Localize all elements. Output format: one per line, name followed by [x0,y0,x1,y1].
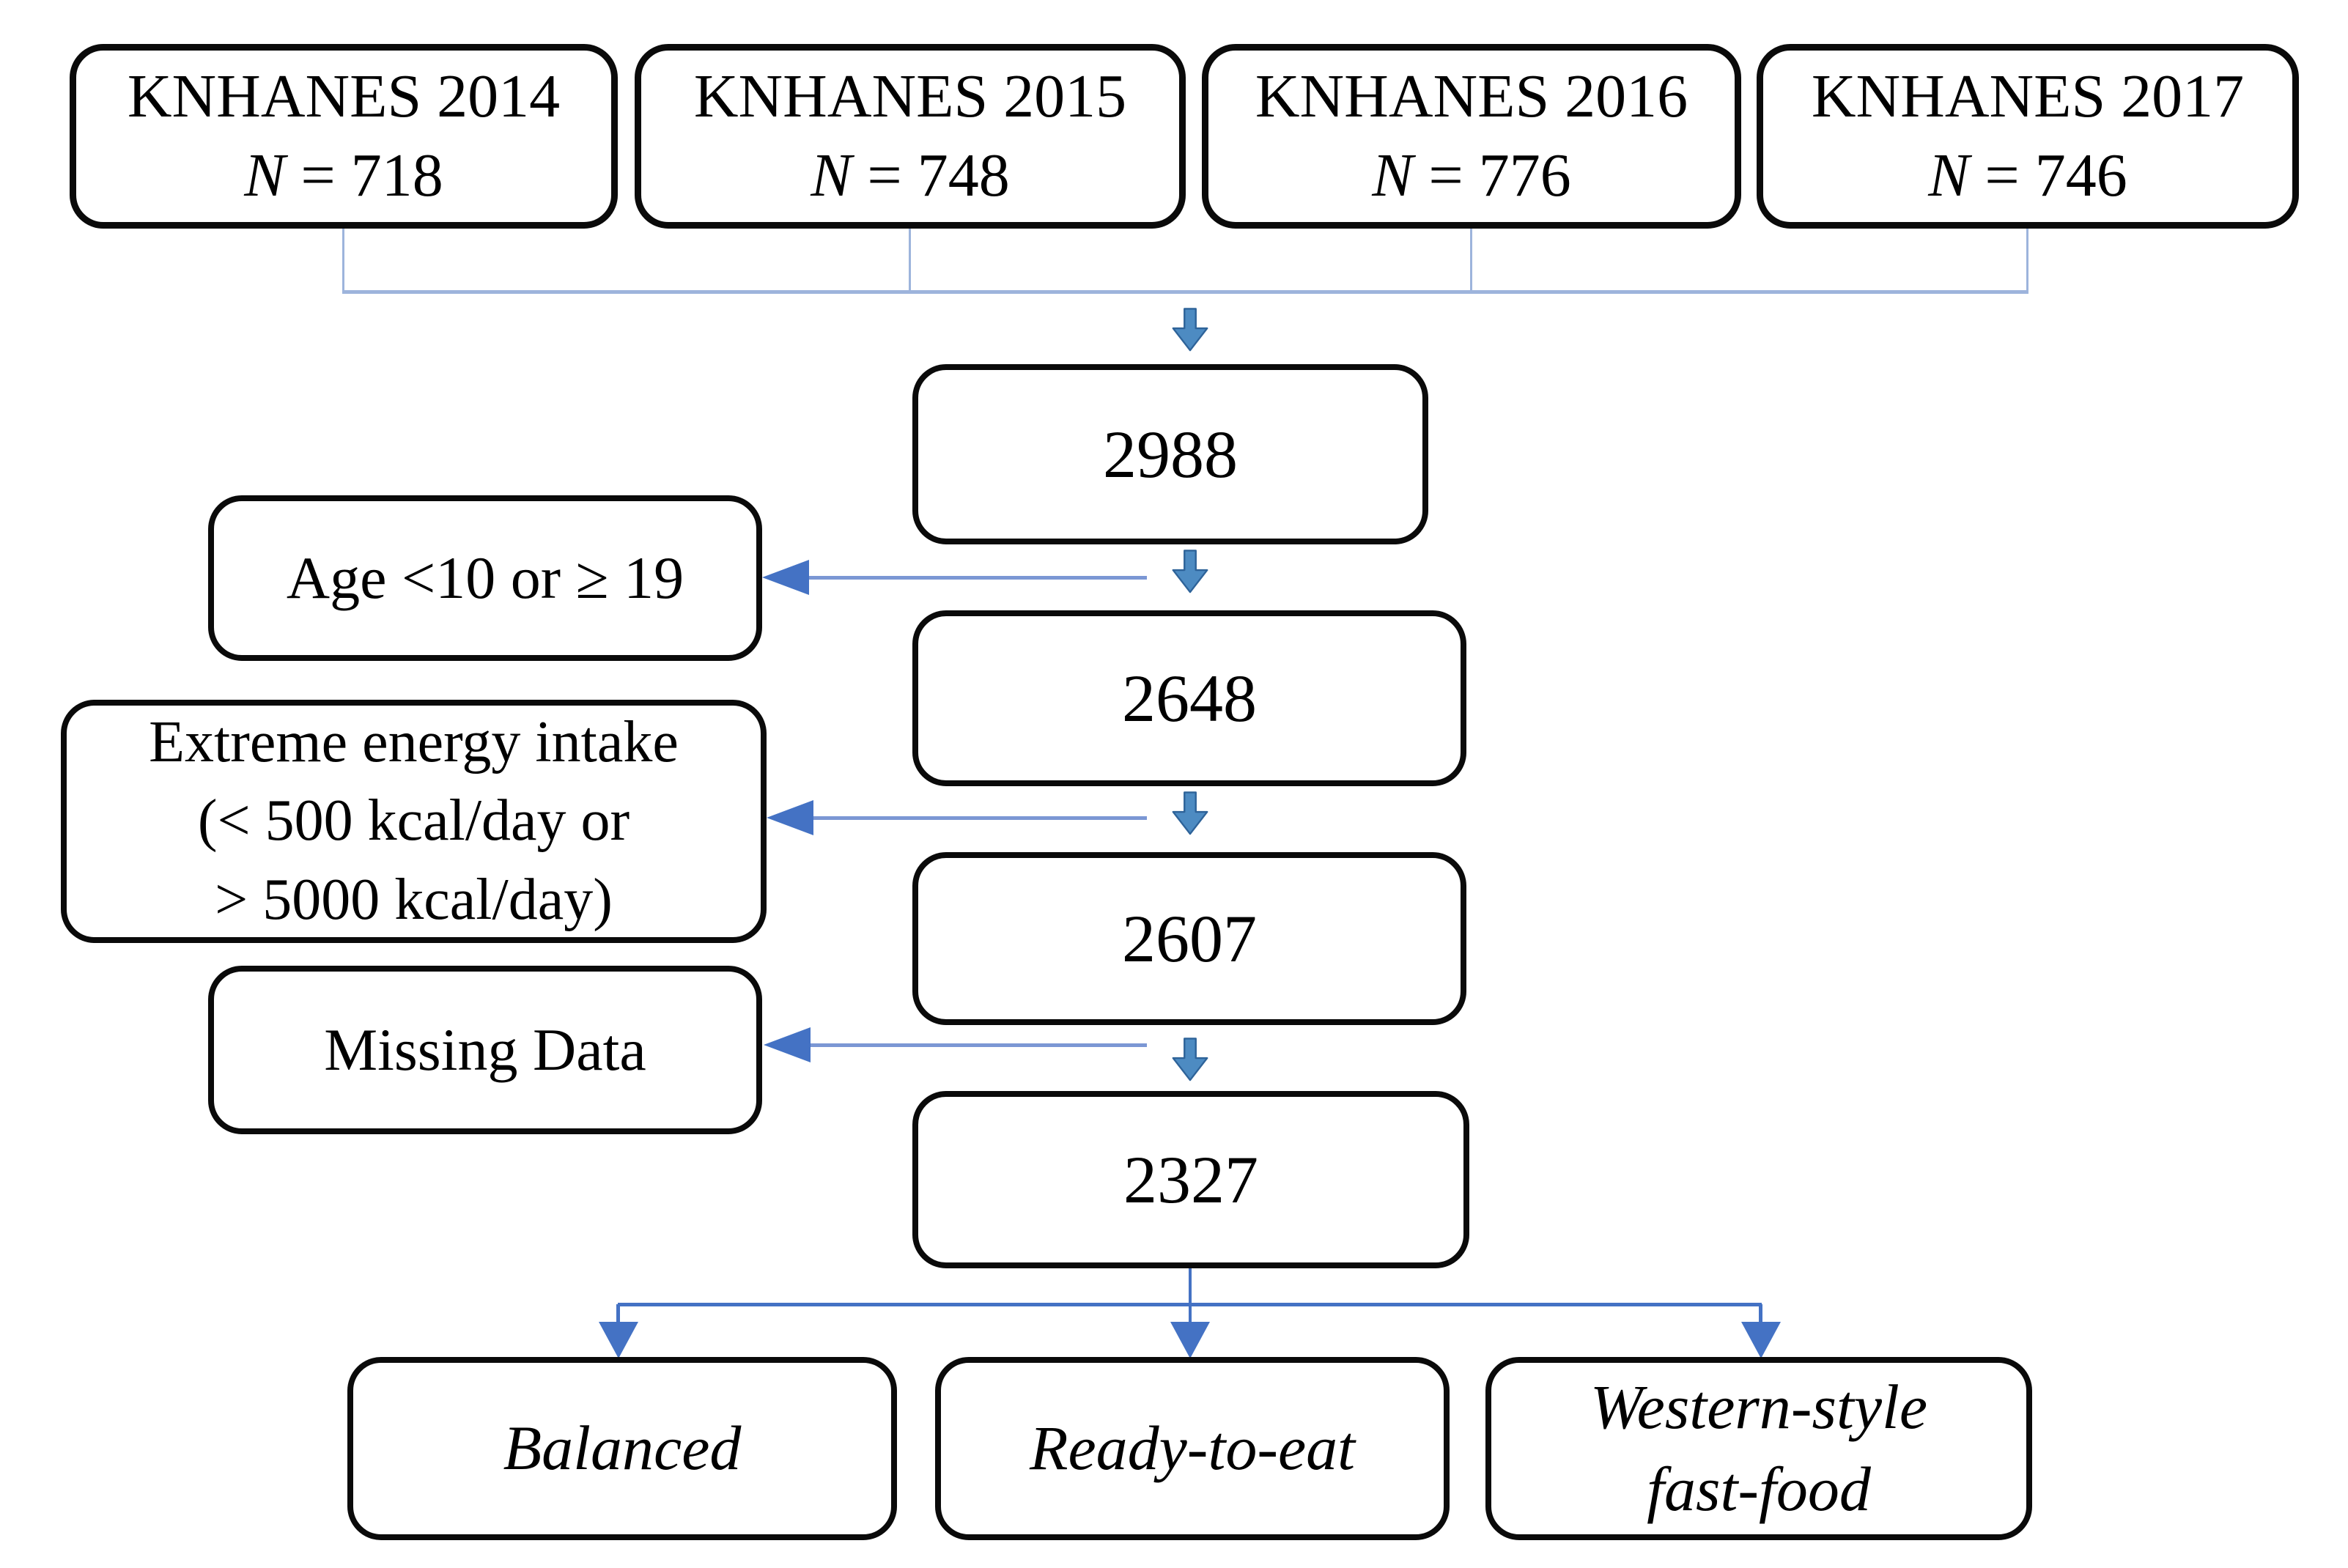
exclusion-connector-line [808,576,1147,580]
survey-sample-size: N = 748 [811,141,1010,210]
connector-line [1470,229,1472,292]
down-block-arrow-icon [1171,791,1209,835]
connector-line [342,229,344,292]
balanced-group-box: Balanced [347,1357,897,1540]
connector-line [342,290,2028,294]
survey-title: KNHANES 2015 [693,62,1127,131]
survey-sample-size: N = 746 [1928,141,2127,210]
group-label: Western-style fast-food [1590,1372,1928,1524]
survey-sample-size: N = 718 [244,141,443,210]
down-arrow-icon [1170,1322,1210,1358]
down-block-arrow-icon [1171,550,1209,593]
sample-count: 2327 [1123,1142,1258,1217]
survey-sample-size: N = 776 [1372,141,1571,210]
split-connector-line [616,1304,620,1325]
down-arrow-icon [599,1322,638,1358]
exclusion-label: Missing Data [324,1016,646,1083]
sample-count: 2607 [1122,901,1257,976]
pooled-sample-box: 2988 [912,364,1428,544]
group-label: Balanced [503,1413,742,1484]
connector-line [909,229,911,292]
knhanes-2017-box: KNHANES 2017 N = 746 [1757,44,2299,229]
group-label: Ready-to-eat [1029,1413,1356,1484]
knhanes-2015-box: KNHANES 2015 N = 748 [635,44,1186,229]
split-connector-line [618,1303,1762,1306]
split-connector-line [1759,1304,1762,1325]
knhanes-2016-box: KNHANES 2016 N = 776 [1202,44,1741,229]
down-arrow-icon [1741,1322,1781,1358]
ready-to-eat-group-box: Ready-to-eat [935,1357,1450,1540]
final-sample-box: 2327 [912,1091,1469,1268]
knhanes-2014-box: KNHANES 2014 N = 718 [70,44,618,229]
survey-title: KNHANES 2016 [1255,62,1688,131]
down-block-arrow-icon [1171,1038,1209,1081]
down-block-arrow-icon [1171,308,1209,352]
energy-intake-exclusion-box: Extreme energy intake (< 500 kcal/day or… [61,700,767,943]
age-exclusion-box: Age <10 or ≥ 19 [208,495,762,661]
after-energy-exclusion-box: 2607 [912,852,1466,1025]
split-connector-line [1189,1268,1192,1324]
exclusion-connector-line [808,816,1147,820]
exclusion-connector-line [808,1043,1147,1047]
sample-count: 2648 [1122,661,1257,736]
survey-title: KNHANES 2017 [1811,62,2245,131]
missing-data-exclusion-box: Missing Data [208,966,762,1134]
left-arrow-icon [762,560,809,595]
sample-count: 2988 [1103,417,1238,492]
left-arrow-icon [767,800,813,835]
after-age-exclusion-box: 2648 [912,610,1466,786]
survey-title: KNHANES 2014 [127,62,561,131]
left-arrow-icon [764,1027,811,1062]
western-fast-food-group-box: Western-style fast-food [1485,1357,2032,1540]
connector-line [2026,229,2028,292]
exclusion-label: Extreme energy intake (< 500 kcal/day or… [149,710,679,932]
exclusion-label: Age <10 or ≥ 19 [286,544,684,611]
